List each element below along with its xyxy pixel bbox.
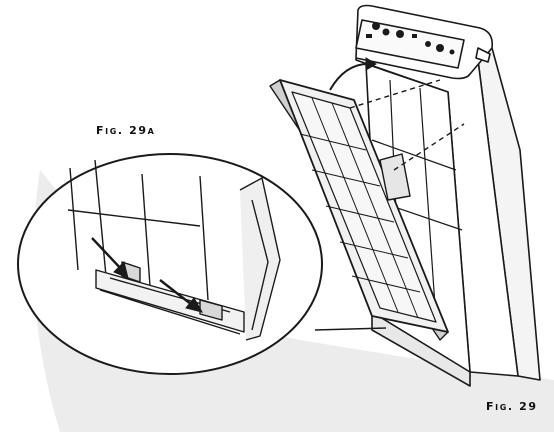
caption-fig-29a: Fig. 29a — [96, 124, 156, 137]
filter-panel — [269, 79, 449, 341]
inset-leader-line — [314, 327, 387, 331]
insertion-guide-lines — [349, 79, 465, 171]
caption-fig-29: Fig. 29 — [486, 400, 538, 413]
inset-arrow-left — [91, 237, 125, 273]
detail-inset — [17, 153, 323, 375]
control-panel-icons — [366, 22, 455, 55]
insertion-arrow — [329, 57, 377, 91]
